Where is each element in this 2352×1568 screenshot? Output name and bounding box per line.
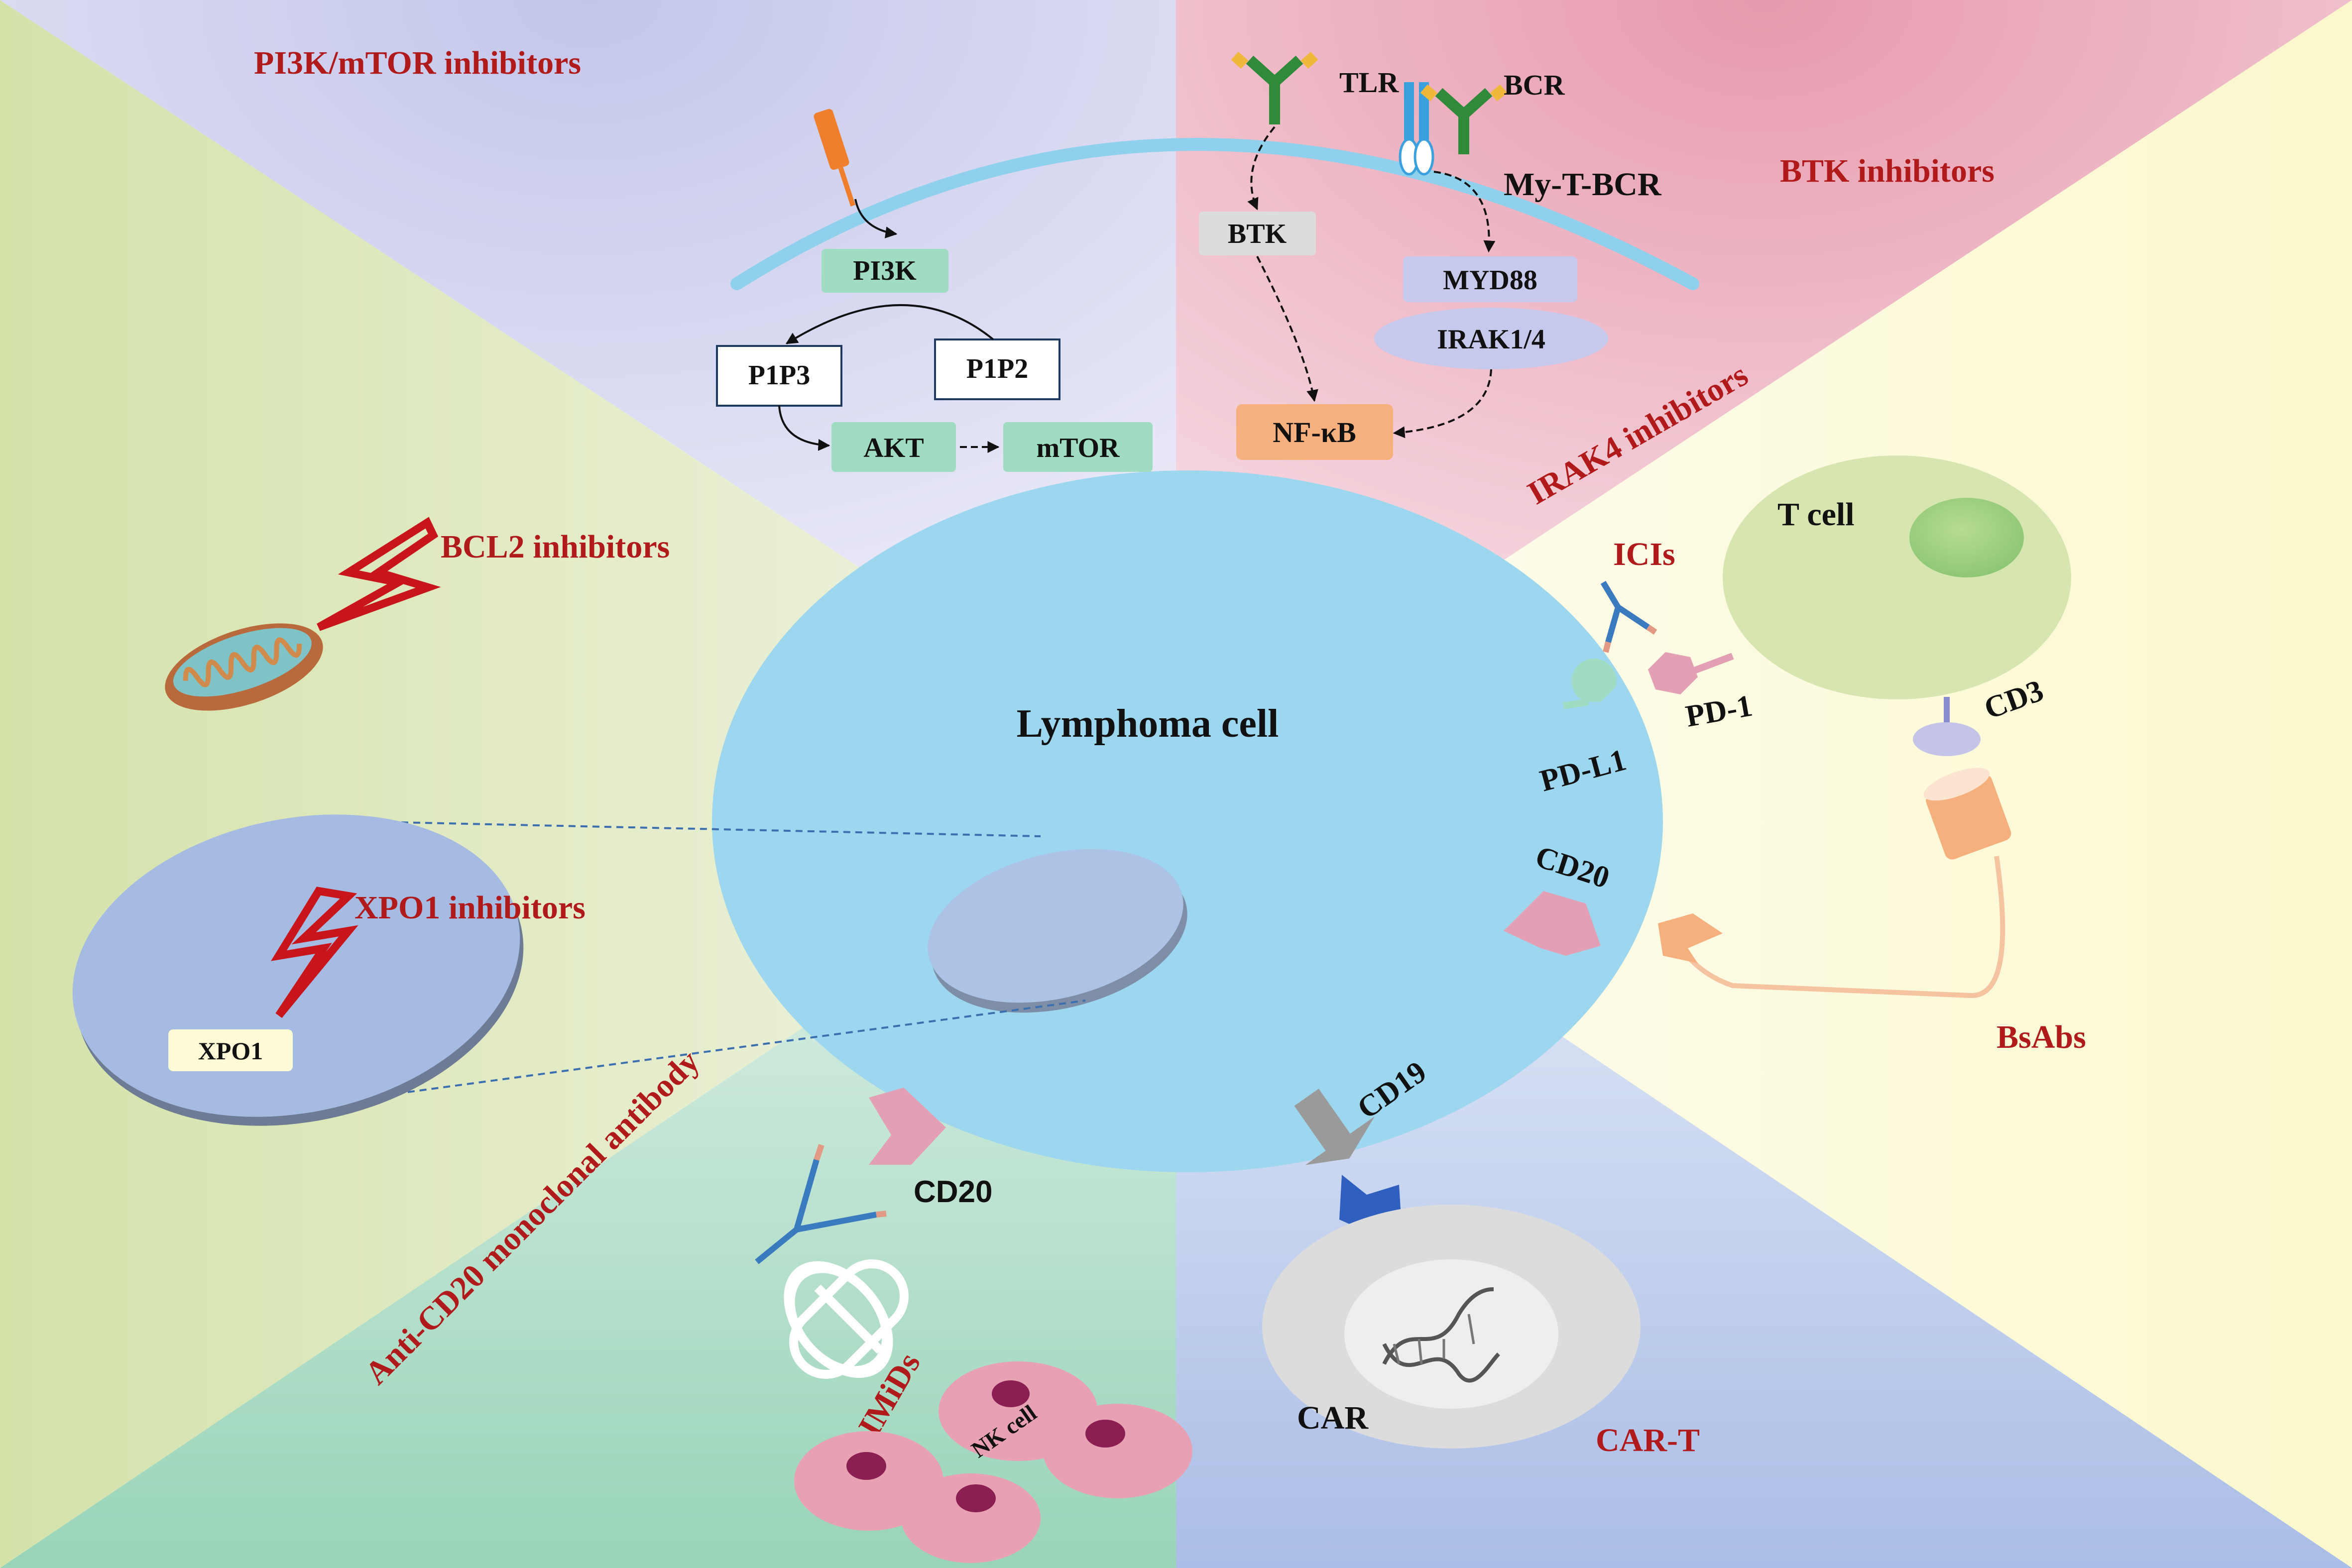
arrow-p1p2-to-p1p3 [785, 304, 994, 344]
pdl1-stalk [1562, 698, 1589, 709]
btk-inhibitors-label: BTK inhibitors [1780, 153, 1995, 189]
cd19-arrow-marker [1294, 1089, 1375, 1165]
imids-capsule-shape [789, 1259, 909, 1379]
tlr-label: TLR [1339, 66, 1399, 99]
node-nfkb-label: NF-κB [1273, 416, 1356, 448]
bsabs-label: BsAbs [1997, 1019, 2086, 1055]
node-p1p2 [934, 338, 1060, 400]
icis-label: ICIs [1613, 536, 1675, 572]
bcr-receptor-icon-right [1420, 84, 1508, 154]
xpo1-lightning-icon [270, 887, 358, 1018]
cd20-bottom-label: CD20 [914, 1175, 993, 1209]
mitochondrion-icon [165, 623, 323, 711]
node-irak14 [1374, 308, 1608, 369]
arrow-tlr-to-myd88 [1433, 171, 1496, 253]
nk-cell-2 [1043, 1404, 1192, 1498]
tlr-receptor-icon [1399, 82, 1434, 176]
cd3-receptor [1913, 722, 1981, 756]
node-p1p3 [716, 345, 842, 407]
pdl1-receptor [1571, 659, 1617, 702]
bcr-receptor-icon-left [1231, 51, 1318, 124]
node-akt [831, 422, 956, 472]
node-myd88-label: MYD88 [1443, 265, 1537, 296]
anti-cd20-antibody-icon [755, 1144, 887, 1264]
ici-antibody-icon [1600, 580, 1657, 653]
bcl2-lightning-icon [317, 517, 441, 631]
node-pi3k [822, 249, 948, 293]
bsab-cd20-binding-icon [1658, 913, 1723, 963]
dna-icon [1382, 1287, 1500, 1383]
arrow-btk-to-nfkb [1256, 256, 1318, 402]
bsab-linker [1681, 856, 2005, 999]
nk-cell-4-nucleus [956, 1484, 996, 1512]
node-mtor [1003, 422, 1153, 472]
node-akt-label: AKT [863, 433, 924, 463]
car-t-label: CAR-T [1596, 1422, 1700, 1458]
bsab-cd3-binding-icon [1923, 768, 2011, 860]
lymphoma-cell-label: Lymphoma cell [1017, 702, 1279, 746]
node-btk-label: BTK [1228, 219, 1287, 249]
node-myd88 [1403, 256, 1577, 302]
xpo1-box [168, 1029, 293, 1071]
nk-cell-1-nucleus [992, 1380, 1030, 1407]
pd1-receptor [1648, 652, 1698, 694]
car-label: CAR [1297, 1400, 1369, 1436]
bcr-label: BCR [1504, 69, 1565, 101]
node-nfkb [1236, 404, 1393, 460]
node-p1p2-label: P1P2 [966, 353, 1028, 384]
bcl2-inhibitors-label: BCL2 inhibitors [441, 529, 670, 565]
zoom-line-bottom [348, 1000, 1086, 1101]
nk-cell-4 [901, 1473, 1041, 1563]
arrow-p1p3-to-akt [778, 405, 830, 451]
node-btk [1199, 212, 1316, 255]
pd1-stalk [1689, 653, 1734, 675]
arrow-receptor-to-btk [1247, 126, 1276, 211]
my-t-bcr-label: My-T-BCR [1504, 166, 1662, 203]
pi3k-inhibitor-drug-icon [814, 109, 856, 207]
node-mtor-label: mTOR [1037, 433, 1120, 463]
imids-capsule-icon [784, 1261, 893, 1378]
node-p1p3-label: P1P3 [748, 360, 810, 391]
arrow-irak-to-nfkb [1393, 369, 1492, 439]
t-cell [1723, 455, 2071, 699]
car-t-cell-nucleus [1344, 1259, 1558, 1409]
t-cell-nucleus [1909, 498, 2024, 577]
lymphoma-cell [712, 470, 1663, 1172]
arrow-drug-to-pi3k [854, 199, 898, 238]
nk-cell-2-nucleus [1085, 1420, 1125, 1448]
cd20-bottom-marker [869, 1088, 946, 1165]
xpo1-box-label: XPO1 [198, 1037, 263, 1065]
cd20-right-marker [1504, 891, 1601, 956]
t-cell-label: T cell [1777, 496, 1855, 533]
xpo1-inhibitors-label: XPO1 inhibitors [354, 890, 586, 926]
pi3k-mtor-label: PI3K/mTOR inhibitors [254, 45, 581, 81]
node-pi3k-label: PI3K [853, 255, 917, 286]
region-right [1176, 0, 2352, 1568]
nk-cell-3-nucleus [846, 1452, 886, 1480]
lymphoma-nucleus [928, 849, 1183, 1003]
node-irak14-label: IRAK1/4 [1437, 324, 1545, 355]
region-left [0, 0, 1176, 1568]
cell-membrane-arc [730, 138, 1699, 290]
